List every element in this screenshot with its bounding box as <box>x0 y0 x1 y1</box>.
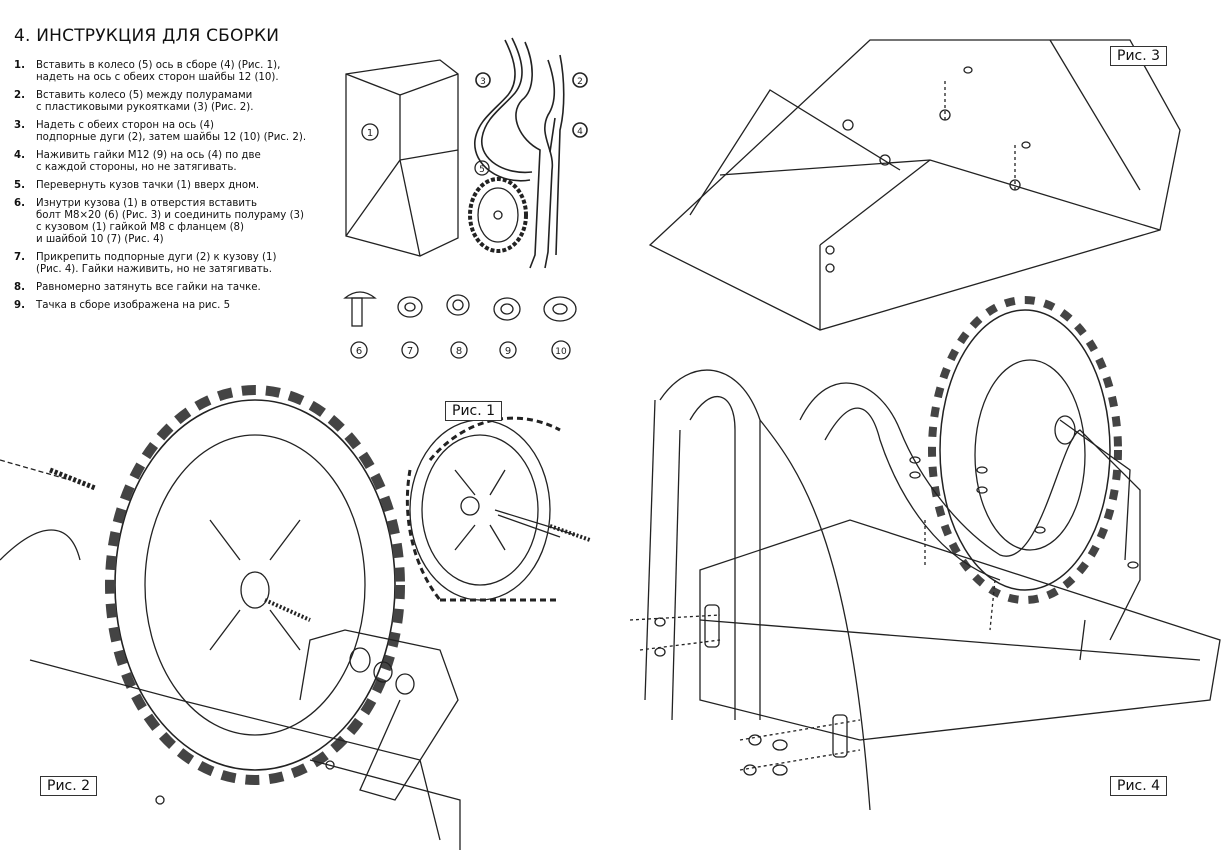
step-text: Равномерно затянуть все гайки на тачке. <box>36 282 261 293</box>
figure-label-3: Рис. 3 <box>1110 46 1168 66</box>
step-text: Перевернуть кузов тачки (1) вверх дном. <box>36 180 260 191</box>
step-text: Вставить в колесо (5) ось в сборе (4) (Р… <box>36 60 281 83</box>
fig2-drawing <box>0 385 461 850</box>
hardware-number: 7 <box>407 346 413 357</box>
instruction-step: 4. Наживить гайки М12 (9) на ось (4) по д… <box>14 150 314 174</box>
wheel-part-drawing: 5 <box>468 160 528 253</box>
frame-parts-drawing: 3 2 4 <box>474 37 588 269</box>
step-number: 6. <box>14 198 25 209</box>
step-number: 5. <box>14 180 25 191</box>
step-text: Тачка в сборе изображена на рис. 5 <box>36 300 231 311</box>
tray-part-drawing: 1 <box>345 59 459 257</box>
fig1-drawing <box>405 416 591 602</box>
step-text: Наживить гайки М12 (9) на ось (4) по две… <box>36 150 261 173</box>
step-number: 9. <box>14 300 25 311</box>
instruction-step: 2. Вставить колесо (5) между полурамами с… <box>14 90 314 114</box>
part-number: 3 <box>480 77 486 87</box>
step-number: 3. <box>14 120 25 131</box>
step-number: 1. <box>14 60 25 71</box>
hardware-number: 10 <box>555 347 567 357</box>
step-number: 7. <box>14 252 25 263</box>
figure-label-4: Рис. 4 <box>1110 776 1168 796</box>
step-number: 8. <box>14 282 25 293</box>
instruction-step: 8. Равномерно затянуть все гайки на тачке… <box>14 282 314 294</box>
fig3-drawing <box>648 39 1181 331</box>
hardware-row: 6 7 8 9 10 <box>343 291 577 360</box>
page-title: 4. ИНСТРУКЦИЯ ДЛЯ СБОРКИ <box>14 26 280 46</box>
step-number: 4. <box>14 150 25 161</box>
part-number: 1 <box>367 128 373 139</box>
fig4-drawing <box>629 296 1221 811</box>
figure-label-2: Рис. 2 <box>40 776 98 796</box>
step-number: 2. <box>14 90 25 101</box>
instruction-step: 7. Прикрепить подпорные дуги (2) к кузову… <box>14 252 314 276</box>
hardware-number: 9 <box>505 346 511 357</box>
step-text: Прикрепить подпорные дуги (2) к кузову (… <box>36 252 277 275</box>
instruction-step: 5. Перевернуть кузов тачки (1) вверх дном… <box>14 180 314 192</box>
part-number: 2 <box>577 77 583 87</box>
instruction-step: 9. Тачка в сборе изображена на рис. 5 <box>14 300 314 312</box>
instruction-step: 3. Надеть с обеих сторон на ось (4) подпо… <box>14 120 314 144</box>
instruction-step: 6. Изнутри кузова (1) в отверстия вставит… <box>14 198 314 246</box>
instruction-step: 1. Вставить в колесо (5) ось в сборе (4) … <box>14 60 314 84</box>
hardware-number: 6 <box>356 346 362 357</box>
part-number: 5 <box>479 165 485 175</box>
step-text: Изнутри кузова (1) в отверстия вставить … <box>36 198 304 245</box>
hardware-number: 8 <box>456 346 462 357</box>
step-text: Вставить колесо (5) между полурамами с п… <box>36 90 254 113</box>
figure-label-1: Рис. 1 <box>445 401 503 421</box>
instruction-list: 1. Вставить в колесо (5) ось в сборе (4) … <box>14 60 314 318</box>
step-text: Надеть с обеих сторон на ось (4) подпорн… <box>36 120 307 143</box>
part-number: 4 <box>577 127 583 137</box>
